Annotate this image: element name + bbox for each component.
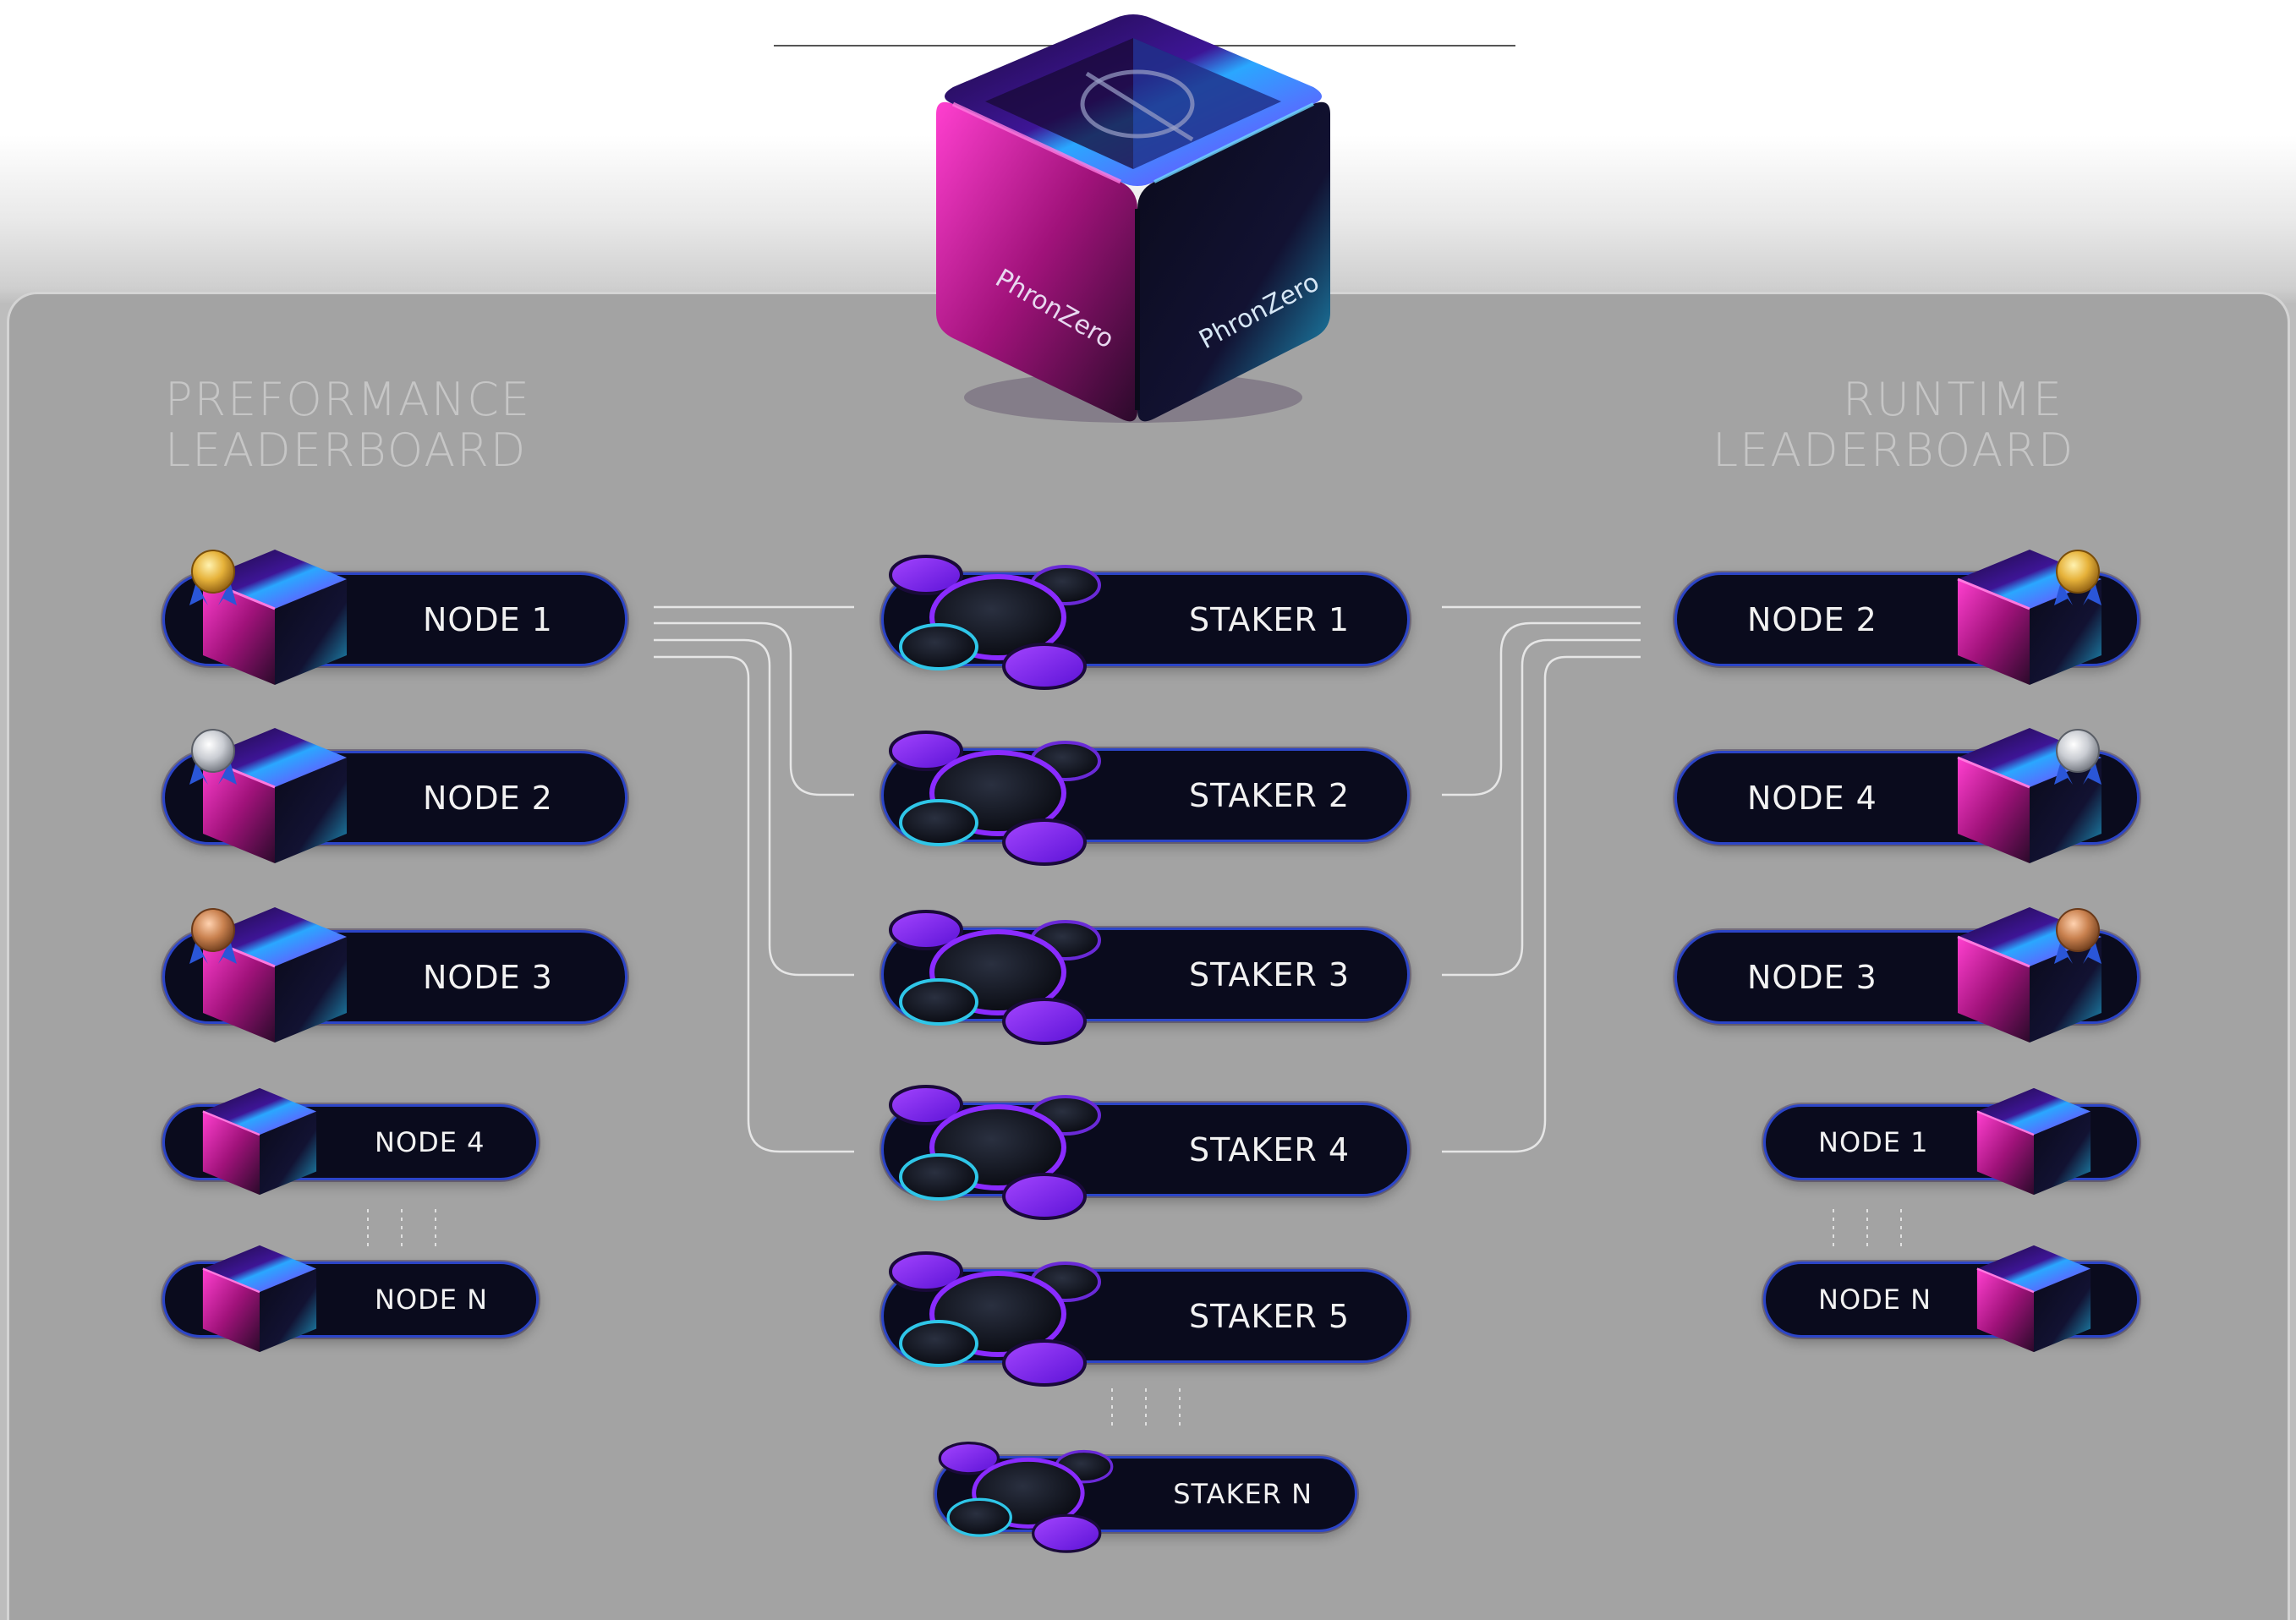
performance-title-line2: LEADERBOARD — [165, 424, 528, 477]
silver-medal-icon — [2054, 729, 2101, 785]
coin-stack-icon — [889, 1085, 1101, 1220]
coin-stack-icon — [889, 910, 1101, 1045]
staker-3-label: STAKER 3 — [1189, 955, 1350, 993]
node-cube-icon — [202, 907, 347, 1043]
perf-node-1-label: NODE 1 — [423, 600, 553, 638]
silver-medal-icon — [189, 729, 237, 785]
staker-1-label: STAKER 1 — [1189, 600, 1350, 638]
runtime-node-2-label: NODE 2 — [1747, 600, 1877, 638]
coin-stack-icon — [889, 555, 1101, 690]
ellipsis-dots — [1111, 1388, 1181, 1427]
perf-node-4-label: NODE 4 — [375, 1126, 485, 1158]
coin-stack-icon — [889, 1251, 1101, 1387]
ellipsis-dots — [367, 1209, 436, 1248]
runtime-node-4-label: NODE 4 — [1747, 779, 1877, 817]
performance-leaderboard-title: PREFORMANCE LEADERBOARD — [165, 375, 531, 476]
runtime-node-n-label: NODE N — [1818, 1283, 1932, 1316]
bronze-medal-icon — [2054, 908, 2101, 964]
perf-node-2-label: NODE 2 — [423, 779, 553, 817]
connector-staker3-node2 — [1442, 638, 1641, 977]
runtime-title-line1: RUNTIME — [1842, 373, 2063, 426]
node-cube-icon — [1957, 907, 2101, 1043]
connector-node1-staker4 — [654, 655, 854, 1153]
staker-n-label: STAKER N — [1173, 1478, 1312, 1510]
connector-staker4-node2 — [1442, 655, 1641, 1153]
perf-node-3-label: NODE 3 — [423, 958, 553, 996]
node-cube-icon — [202, 1087, 317, 1196]
node-cube-icon — [1976, 1245, 2091, 1353]
staker-4-label: STAKER 4 — [1189, 1130, 1350, 1168]
bronze-medal-icon — [189, 908, 237, 964]
coin-stack-icon — [938, 1441, 1114, 1553]
runtime-title-line2: LEADERBOARD — [1712, 424, 2075, 477]
coin-stack-icon — [889, 731, 1101, 866]
connector-staker2-node2 — [1442, 621, 1641, 796]
runtime-leaderboard-title: RUNTIME LEADERBOARD — [1712, 373, 2075, 477]
phronzero-cube-icon: PhronZero PhronZero — [936, 14, 1330, 423]
node-cube-icon — [1976, 1087, 2091, 1196]
runtime-node-1-label: NODE 1 — [1818, 1126, 1929, 1158]
connector-node1-staker2 — [654, 621, 854, 796]
node-cube-icon — [202, 1245, 317, 1353]
perf-node-n-label: NODE N — [375, 1283, 489, 1316]
node-cube-icon — [202, 550, 347, 685]
gold-medal-icon — [189, 550, 237, 605]
staker-5-label: STAKER 5 — [1189, 1297, 1350, 1335]
staker-2-label: STAKER 2 — [1189, 776, 1350, 814]
runtime-node-3-label: NODE 3 — [1747, 958, 1877, 996]
gold-medal-icon — [2054, 550, 2101, 605]
ellipsis-dots — [1833, 1209, 1902, 1248]
performance-title-line1: PREFORMANCE — [165, 373, 532, 426]
connector-node1-staker3 — [654, 638, 854, 977]
